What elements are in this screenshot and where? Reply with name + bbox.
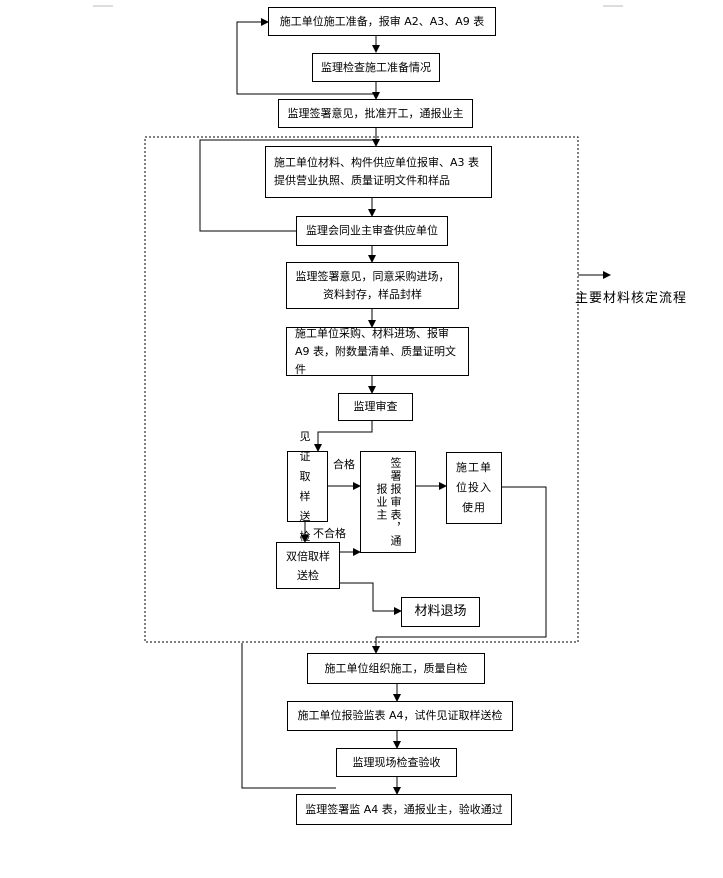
step-label: 监理签署意见，同意采购进场，资料封存，样品封样: [295, 269, 450, 301]
step-supervisor-review: 监理审查: [338, 393, 413, 421]
step-double-sampling: 双倍取样送检: [276, 542, 340, 589]
step-sign-report-form: 签署报审表，通报业主: [360, 451, 416, 553]
step-label: 签署报审表，通报业主: [375, 456, 402, 548]
step-submit-a4: 施工单位报验监表 A4，试件见证取样送检: [287, 701, 513, 731]
step-label: 监理现场检查验收: [352, 755, 441, 769]
step-label: 监理审查: [353, 400, 398, 413]
step-approve-procurement: 监理签署意见，同意采购进场，资料封存，样品封样: [286, 262, 459, 309]
step-label: 监理检查施工准备情况: [321, 60, 431, 74]
step-approve-start: 监理签署意见，批准开工，通报业主: [278, 99, 473, 128]
pass-label: 合格: [333, 458, 355, 471]
step-label: 见证取样送检: [299, 429, 316, 543]
step-label: 监理签署意见，批准开工，通报业主: [287, 106, 464, 120]
step-label: 施工单位施工准备，报审 A2、A3、A9 表: [279, 14, 485, 28]
step-label: 施工单位组织施工，质量自检: [324, 661, 468, 675]
step-label: 监理签署监 A4 表，通报业主，验收通过: [305, 802, 503, 816]
step-supervisor-check-preparation: 监理检查施工准备情况: [312, 53, 440, 82]
step-contractor-use: 施工单位投入使用: [446, 452, 502, 524]
step-label: 施工单位投入使用: [456, 461, 492, 514]
step-review-supplier: 监理会同业主审查供应单位: [296, 216, 448, 246]
step-site-inspection: 监理现场检查验收: [336, 748, 457, 777]
step-label: 施工单位报验监表 A4，试件见证取样送检: [297, 709, 503, 722]
step-organize-construction: 施工单位组织施工，质量自检: [307, 653, 485, 684]
step-label: 施工单位材料、构件供应单位报审、A3 表提供营业执照、质量证明文件和样品: [274, 156, 480, 187]
material-group-border: [144, 136, 579, 643]
step-sign-a4-accepted: 监理签署监 A4 表，通报业主，验收通过: [296, 794, 512, 825]
step-supplier-submission: 施工单位材料、构件供应单位报审、A3 表提供营业执照、质量证明文件和样品: [265, 146, 492, 198]
step-label: 双倍取样送检: [286, 549, 330, 582]
step-material-arrival: 施工单位采购、材料进场、报审 A9 表，附数量清单、质量证明文件: [286, 327, 469, 376]
step-label: 施工单位采购、材料进场、报审 A9 表，附数量清单、质量证明文件: [295, 326, 457, 376]
step-prepare-construction: 施工单位施工准备，报审 A2、A3、A9 表: [268, 7, 496, 36]
step-label: 监理会同业主审查供应单位: [306, 224, 438, 237]
fail-label: 不合格: [313, 527, 346, 540]
side-process-label: 主要材料核定流程: [575, 291, 688, 306]
step-witness-sampling: 见证取样送检: [287, 430, 328, 543]
step-material-return: 材料退场: [401, 597, 480, 627]
step-label: 材料退场: [414, 604, 467, 619]
